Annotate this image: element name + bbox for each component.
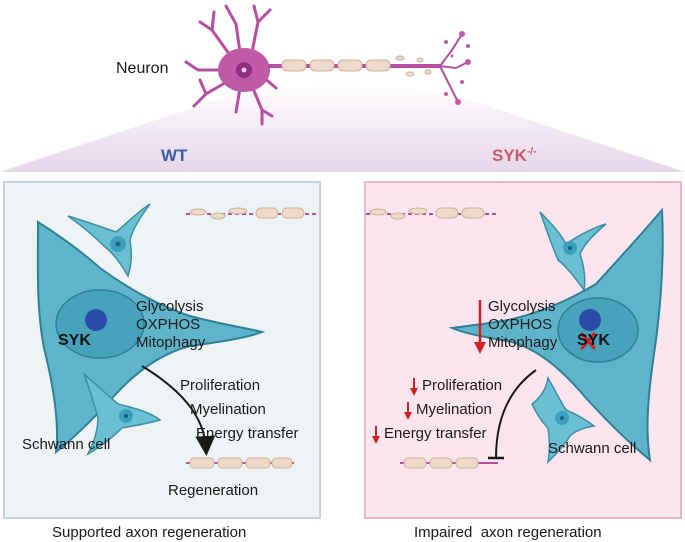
- wt-outcome-1: Proliferation: [180, 377, 261, 394]
- down-arrow-icon: [404, 402, 412, 420]
- neuron-label: Neuron: [116, 60, 169, 77]
- schwann-cell-icon: [531, 375, 596, 465]
- wt-metabolic-3: Mitophagy: [136, 334, 206, 351]
- down-arrow-icon: [372, 426, 380, 444]
- ko-outcome-2: Myelination: [416, 401, 492, 418]
- ko-metabolic-3: Mitophagy: [488, 334, 558, 351]
- inhibition-line: [495, 369, 537, 459]
- ko-schwann-label: Schwann cell: [548, 440, 637, 457]
- axon-icon: [186, 207, 316, 220]
- schwann-cell-icon: [67, 203, 151, 278]
- wt-syk-label: SYK: [58, 332, 91, 349]
- ko-outcome-3: Energy transfer: [384, 425, 487, 442]
- wt-schwann-label: Schwann cell: [22, 436, 111, 453]
- regeneration-label: Regeneration: [168, 482, 259, 499]
- schwann-cell-icon: [539, 211, 607, 292]
- axon-icon: [366, 207, 496, 220]
- wt-metabolic-1: Glycolysis: [136, 298, 204, 315]
- ko-title: SYK-/-: [492, 146, 537, 165]
- ko-outcome-1: Proliferation: [422, 377, 503, 394]
- funnel-background: [0, 82, 685, 172]
- wt-outcome-3: Energy transfer: [196, 425, 299, 442]
- wt-caption: Supported axon regeneration: [52, 524, 247, 541]
- wt-title: WT: [161, 146, 188, 165]
- neuron-icon: [184, 4, 471, 126]
- ko-caption: Impaired axon regeneration: [414, 524, 602, 541]
- knockout-x-icon: [580, 332, 596, 350]
- down-arrow-icon: [474, 300, 486, 354]
- axon-icon: [400, 457, 498, 469]
- ko-metabolic-1: Glycolysis: [488, 298, 556, 315]
- ko-syk-label: SYK: [577, 332, 610, 349]
- ko-metabolic-2: OXPHOS: [488, 316, 553, 333]
- schwann-cell-icon: [448, 207, 664, 463]
- schwann-cell-icon: [82, 371, 162, 456]
- axon-icon: [186, 457, 294, 469]
- wt-outcome-2: Myelination: [190, 401, 266, 418]
- wt-metabolic-2: OXPHOS: [136, 316, 201, 333]
- support-arrow: [141, 365, 216, 456]
- down-arrow-icon: [410, 378, 418, 396]
